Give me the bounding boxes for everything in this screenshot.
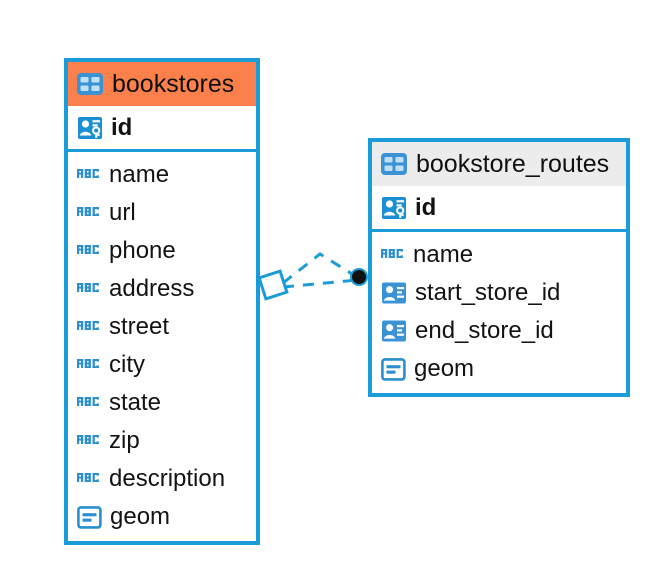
field-label: city [109, 351, 145, 378]
field-row[interactable]: name [372, 236, 626, 274]
field-row[interactable]: start_store_id [372, 274, 626, 312]
relationship-line-upper [282, 252, 358, 285]
field-row[interactable]: city [68, 346, 256, 384]
text-abc-icon [77, 245, 99, 254]
field-label: state [109, 389, 162, 416]
rotated-square-marker [257, 269, 289, 301]
text-abc-icon [77, 473, 99, 482]
text-abc-icon [77, 283, 99, 292]
field-row[interactable]: description [68, 460, 256, 498]
field-row[interactable]: geom [372, 350, 626, 388]
field-label: name [413, 241, 474, 268]
text-abc-icon [77, 435, 99, 444]
field-row-primary-key[interactable]: id [68, 106, 256, 152]
primary-key-icon [382, 196, 406, 219]
field-list-bookstores: name url [68, 152, 256, 541]
field-row[interactable]: url [68, 194, 256, 232]
geometry-icon [77, 505, 102, 529]
field-row[interactable]: name [68, 156, 256, 194]
field-row[interactable]: end_store_id [372, 312, 626, 350]
field-label: start_store_id [415, 279, 561, 306]
field-label: geom [414, 355, 475, 382]
field-label: description [109, 465, 226, 492]
text-abc-icon [381, 249, 403, 258]
entity-title: bookstores [112, 69, 235, 98]
field-label: zip [109, 427, 140, 454]
text-abc-icon [77, 397, 99, 406]
field-label: id [415, 193, 437, 221]
field-row[interactable]: address [68, 270, 256, 308]
text-abc-icon [77, 321, 99, 330]
relationship-line-lower [282, 278, 358, 289]
field-label: url [109, 199, 136, 226]
field-label: street [109, 313, 170, 340]
field-row-primary-key[interactable]: id [372, 186, 626, 232]
entity-header-bookstore-routes[interactable]: bookstore_routes [372, 142, 626, 186]
field-row[interactable]: zip [68, 422, 256, 460]
geometry-icon [381, 357, 406, 381]
primary-key-icon [78, 116, 102, 139]
table-icon [381, 153, 407, 175]
entity-header-bookstores[interactable]: bookstores [68, 62, 256, 106]
text-abc-icon [77, 169, 99, 178]
field-row[interactable]: phone [68, 232, 256, 270]
field-list-bookstore-routes: name start_store_id [372, 232, 626, 393]
entity-bookstores[interactable]: bookstores id [64, 58, 260, 545]
field-row[interactable]: state [68, 384, 256, 422]
text-abc-icon [77, 359, 99, 368]
entity-bookstore-routes[interactable]: bookstore_routes id [368, 138, 630, 397]
entity-title: bookstore_routes [416, 149, 610, 178]
field-label: geom [110, 503, 171, 530]
filled-circle-marker [350, 268, 368, 286]
field-label: phone [109, 237, 176, 264]
text-abc-icon [77, 207, 99, 216]
field-row[interactable]: street [68, 308, 256, 346]
field-row[interactable]: geom [68, 498, 256, 536]
field-label: id [111, 113, 133, 141]
foreign-key-icon [382, 282, 406, 304]
foreign-key-icon [382, 320, 406, 342]
field-label: name [109, 161, 170, 188]
field-label: address [109, 275, 195, 302]
table-icon [77, 73, 103, 95]
field-label: end_store_id [415, 317, 554, 344]
